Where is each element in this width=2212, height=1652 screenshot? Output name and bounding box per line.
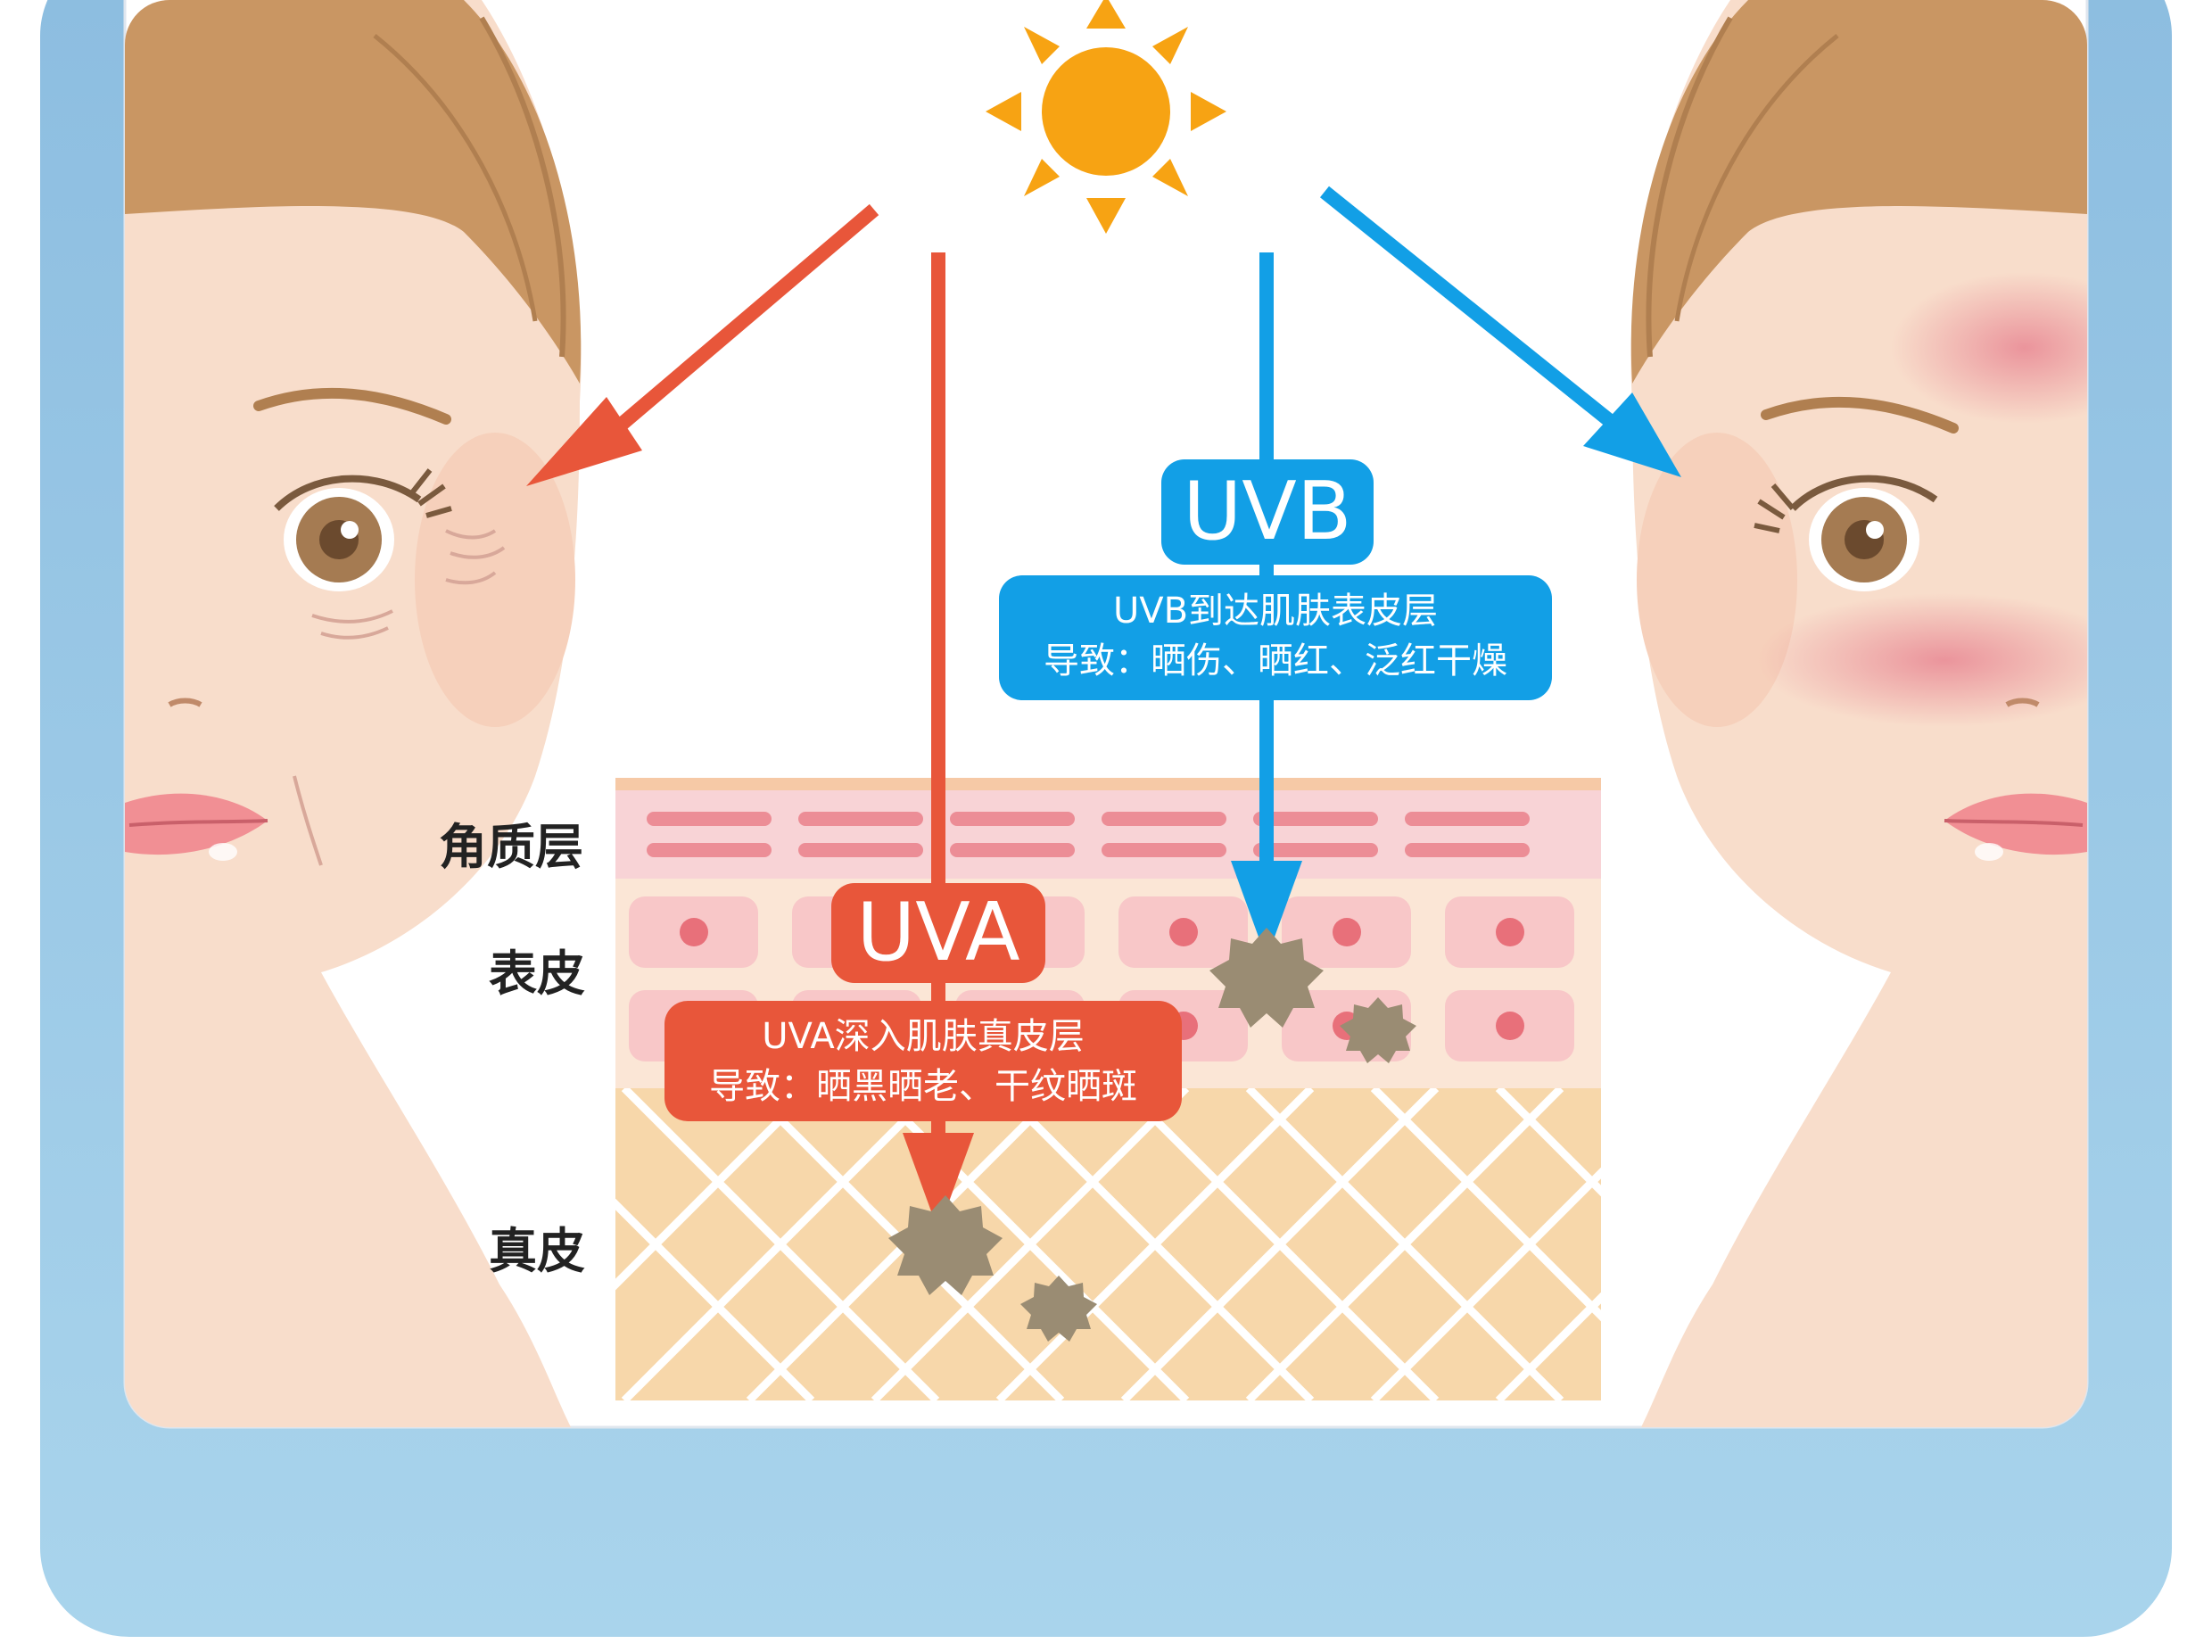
uvb-info-line1: UVB到达肌肤表皮层 xyxy=(1112,591,1439,632)
aged-face-illustration xyxy=(125,0,582,1427)
uva-info-box: UVA深入肌肤真皮层 导致：晒黑晒老、干纹晒斑 xyxy=(664,1001,1182,1121)
skin-layer-cross-section xyxy=(615,778,1601,1400)
epidermis-label: 表皮 xyxy=(489,946,585,1002)
sunburned-face-illustration xyxy=(1630,0,2087,1427)
dermis-label: 真皮 xyxy=(489,1223,585,1279)
uva-damage-spots xyxy=(888,1195,1097,1342)
uva-info-line2: 导致：晒黑晒老、干纹晒斑 xyxy=(709,1066,1137,1107)
uva-tag: UVA xyxy=(831,883,1045,983)
uvb-info-line2: 导致：晒伤、晒红、泛红干燥 xyxy=(1044,640,1507,681)
stratum-corneum-layer xyxy=(615,781,1601,879)
stratum-corneum-label: 角质层 xyxy=(439,819,583,875)
uvb-info-box: UVB到达肌肤表皮层 导致：晒伤、晒红、泛红干燥 xyxy=(999,575,1552,700)
uva-info-line1: UVA深入肌肤真皮层 xyxy=(762,1016,1085,1057)
uvb-tag: UVB xyxy=(1161,459,1374,565)
uva-arrows xyxy=(526,203,974,1231)
uvb-damage-spots xyxy=(1209,928,1416,1063)
sun-icon xyxy=(986,0,1226,234)
